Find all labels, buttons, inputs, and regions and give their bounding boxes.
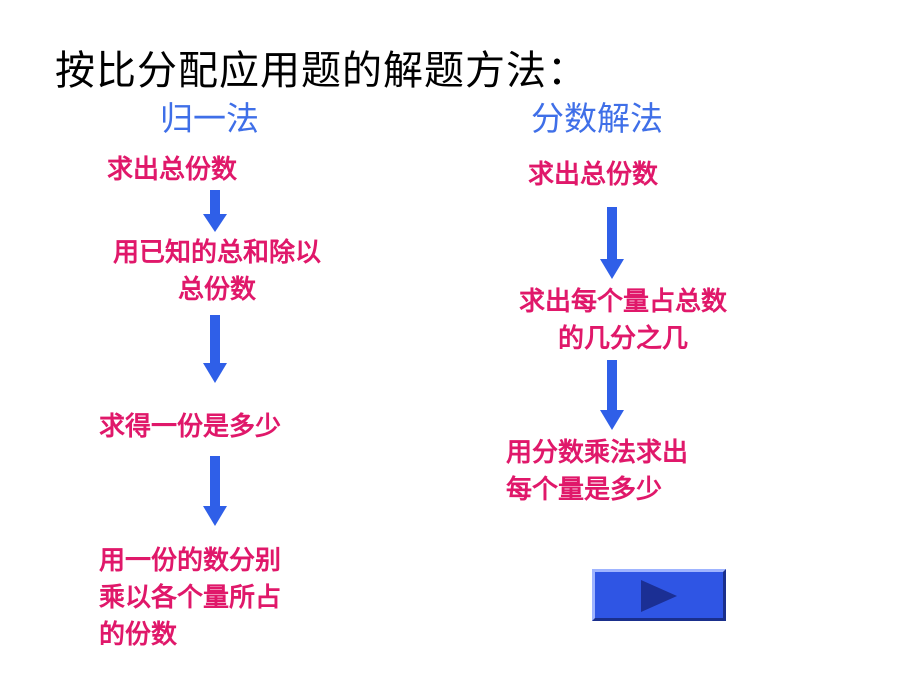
left-step-2-line-2: 总份数 bbox=[177, 275, 256, 305]
right-step-3: 用分数乘法求出 每个量是多少 bbox=[506, 435, 688, 509]
right-heading: 分数解法 bbox=[531, 99, 663, 138]
left-step-3: 求得一份是多少 bbox=[99, 409, 281, 446]
next-slide-button[interactable] bbox=[592, 569, 726, 621]
left-step-1: 求出总份数 bbox=[107, 152, 237, 189]
left-step-4: 用一份的数分别 乘以各个量所占 的份数 bbox=[99, 543, 281, 654]
right-step-2-line-2: 的几分之几 bbox=[557, 324, 688, 354]
left-step-4-line-1: 用一份的数分别 bbox=[99, 546, 282, 576]
left-heading: 归一法 bbox=[160, 99, 259, 138]
left-step-4-line-3: 的份数 bbox=[99, 620, 178, 650]
left-step-1-line-1: 求出总份数 bbox=[107, 155, 238, 185]
right-step-2: 求出每个量占总数 的几分之几 bbox=[500, 284, 746, 358]
right-step-3-line-1: 用分数乘法求出 bbox=[506, 438, 689, 468]
down-arrow-icon bbox=[600, 360, 624, 430]
down-arrow-icon bbox=[203, 190, 227, 232]
right-step-3-line-2: 每个量是多少 bbox=[506, 475, 663, 505]
play-triangle-icon bbox=[641, 580, 677, 612]
left-step-3-line-1: 求得一份是多少 bbox=[99, 412, 282, 442]
right-step-2-line-1: 求出每个量占总数 bbox=[518, 287, 727, 317]
left-step-4-line-2: 乘以各个量所占 bbox=[99, 583, 282, 613]
down-arrow-icon bbox=[203, 315, 227, 383]
slide-title: 按比分配应用题的解题方法： bbox=[55, 48, 588, 94]
down-arrow-icon bbox=[600, 207, 624, 279]
down-arrow-icon bbox=[203, 456, 227, 526]
right-step-1: 求出总份数 bbox=[528, 157, 658, 194]
right-step-1-line-1: 求出总份数 bbox=[528, 160, 659, 190]
left-step-2-line-1: 用已知的总和除以 bbox=[112, 238, 321, 268]
left-step-2: 用已知的总和除以 总份数 bbox=[99, 235, 335, 309]
